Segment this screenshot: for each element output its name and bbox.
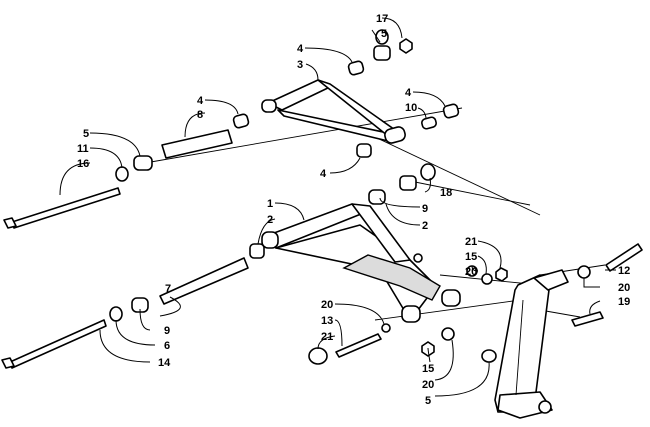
leader-lines <box>59 17 616 397</box>
callout-15: 15 <box>422 363 434 375</box>
callout-labels: 17 5 4 3 4 8 4 10 5 11 16 4 18 9 1 2 2 2… <box>77 13 630 407</box>
spindle <box>494 269 569 419</box>
callout-7: 7 <box>165 283 171 295</box>
callout-18: 18 <box>440 187 452 199</box>
callout-6: 6 <box>164 340 170 352</box>
callout-15: 15 <box>465 251 477 263</box>
callout-19: 19 <box>618 296 630 308</box>
lower-a-arm <box>249 203 461 323</box>
callout-4: 4 <box>405 87 412 99</box>
callout-20: 20 <box>465 266 477 278</box>
callout-21: 21 <box>321 331 333 343</box>
callout-21: 21 <box>465 236 477 248</box>
callout-20: 20 <box>321 299 333 311</box>
callout-5: 5 <box>425 395 431 407</box>
callout-9: 9 <box>164 325 170 337</box>
upper-a-arm <box>261 79 406 144</box>
callout-20: 20 <box>618 282 630 294</box>
lower-hardware <box>1 163 643 369</box>
callout-4: 4 <box>320 168 327 180</box>
callout-16: 16 <box>77 158 89 170</box>
callout-2: 2 <box>422 220 428 232</box>
callout-8: 8 <box>197 109 203 121</box>
callout-4: 4 <box>297 43 304 55</box>
callout-4: 4 <box>197 95 204 107</box>
callout-2: 2 <box>267 214 273 226</box>
callout-5: 5 <box>381 28 387 40</box>
upper-hardware <box>3 29 460 229</box>
callout-3: 3 <box>297 59 303 71</box>
callout-14: 14 <box>158 357 171 369</box>
callout-1: 1 <box>267 198 273 210</box>
callout-9: 9 <box>422 203 428 215</box>
callout-13: 13 <box>321 315 333 327</box>
callout-20: 20 <box>422 379 434 391</box>
callout-5: 5 <box>83 128 89 140</box>
callout-11: 11 <box>77 143 89 155</box>
callout-12: 12 <box>618 265 630 277</box>
callout-17: 17 <box>376 13 388 25</box>
callout-10: 10 <box>405 102 417 114</box>
